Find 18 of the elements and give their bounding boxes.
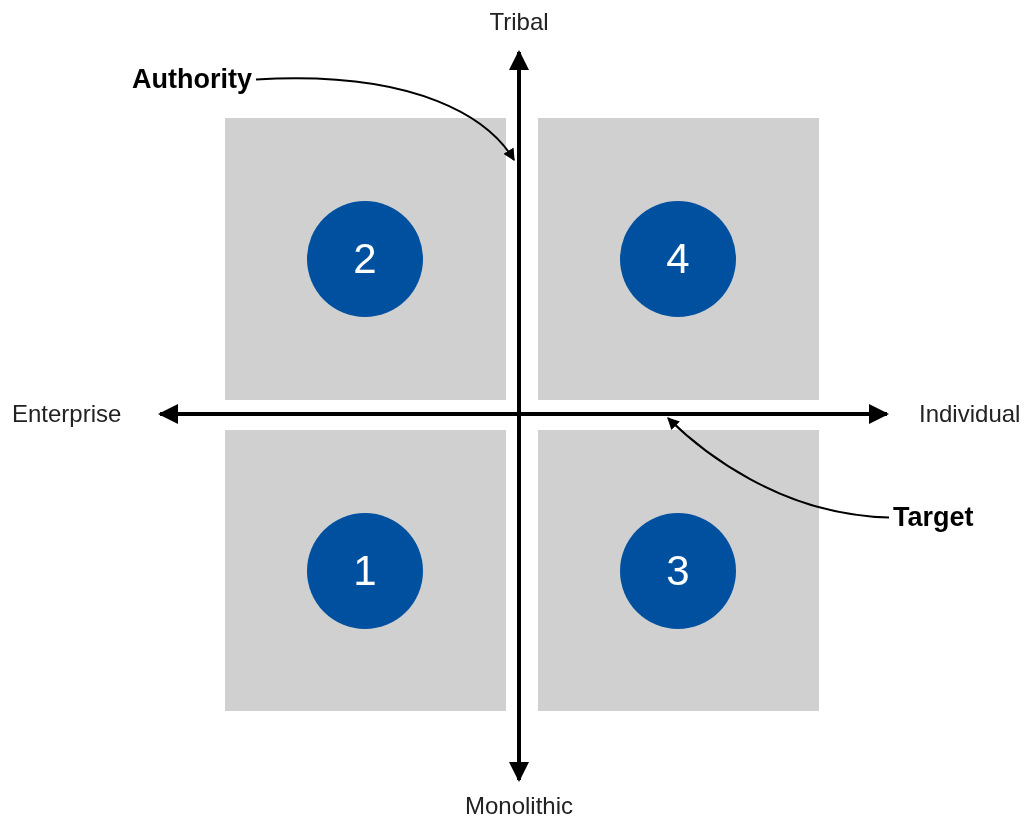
quadrant-number: 3	[620, 513, 736, 629]
quadrant-number: 2	[307, 201, 423, 317]
quadrant-panel	[538, 430, 819, 711]
axis-arrow	[158, 404, 889, 424]
quadrant-number: 1	[307, 513, 423, 629]
axis-label: Monolithic	[465, 794, 574, 818]
axis-label: Tribal	[489, 10, 549, 34]
callout-label: Authority	[132, 66, 252, 93]
quadrant-number: 4	[620, 201, 736, 317]
callout-label: Target	[893, 504, 974, 531]
quadrant-panel	[225, 430, 506, 711]
quadrant-panel	[538, 118, 819, 400]
axis-label: Individual	[919, 402, 1021, 426]
leader-line	[667, 417, 890, 519]
leader-line	[255, 77, 515, 161]
axis-arrow	[509, 50, 529, 782]
quadrant-panel	[225, 118, 506, 400]
axis-label: Enterprise	[12, 402, 122, 426]
